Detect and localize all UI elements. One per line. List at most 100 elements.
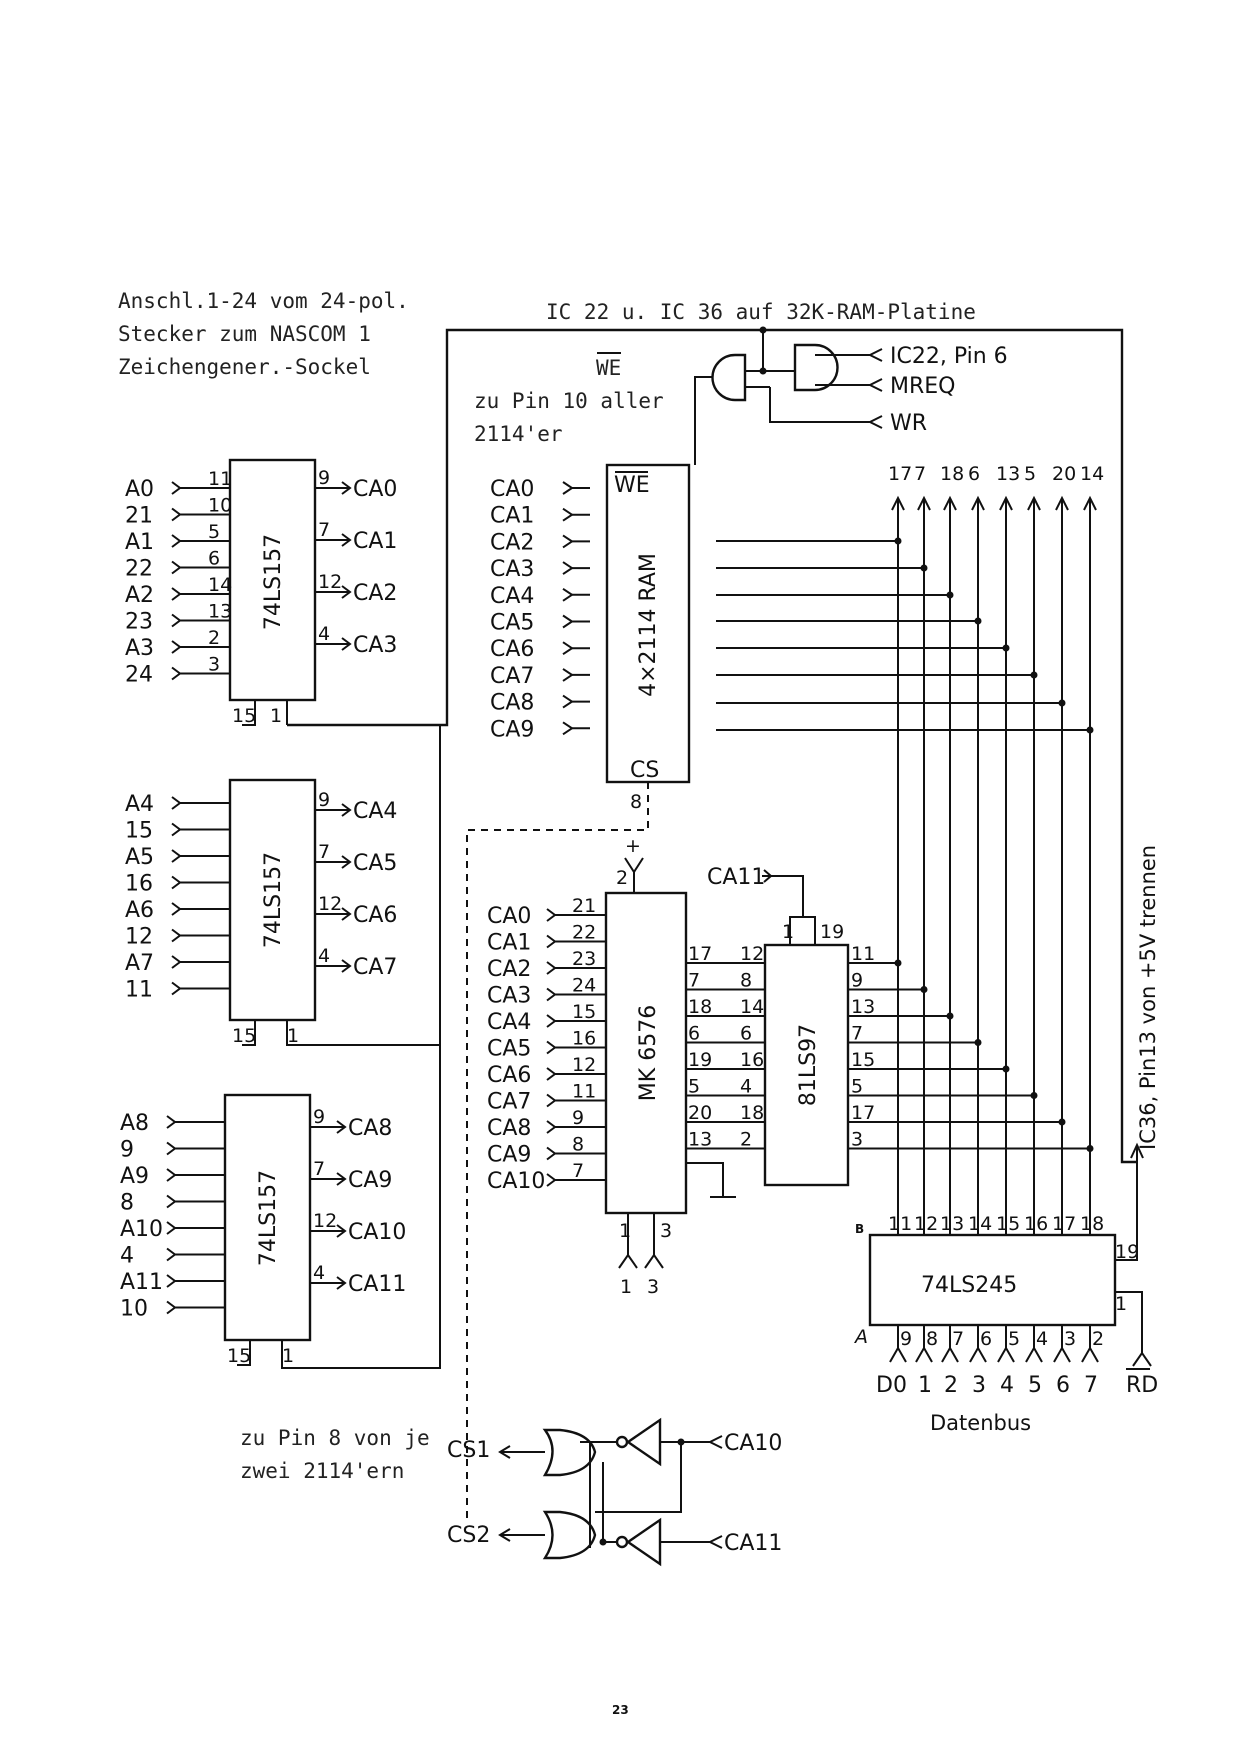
sel-left-pin: 12 [740,943,764,965]
rom-input-pin: 8 [572,1134,584,1156]
rom-input-arrow [546,1173,557,1187]
mux2-output-pin: 12 [318,893,342,915]
rom-input-label: CA3 [487,984,531,1009]
gate-rail-dot [759,326,767,334]
buf-a-label: A [853,1326,868,1348]
databus-label: 5 [1028,1373,1042,1398]
mux1-output-arrow [341,533,352,547]
rom-input-pin: 23 [572,948,596,970]
mux3-output-arrow [336,1172,347,1186]
mux2-pin15: 15 [232,1025,256,1047]
databus-arrow [1083,495,1097,511]
mux1-input-arrow [171,666,182,681]
buf-a-arrow [997,1345,1015,1363]
rd-arrow [1132,1351,1152,1367]
inverter-ca11-bubble [615,1535,629,1549]
gate-and-req [793,343,839,392]
rom-input-arrow [546,1040,557,1055]
buf-a-pin: 2 [1092,1328,1104,1350]
databus-top-pin: 18 [940,463,964,485]
mux1-input-arrow [171,587,182,601]
rom-input-label: CA2 [487,957,531,982]
sel-bus-junction [974,1039,982,1046]
mux1-output-arrow [341,481,352,495]
cs-dashed-line [466,782,649,1520]
ram-input-arrow [562,534,574,549]
databus-arrow [917,495,931,511]
rom-input-label: CA7 [487,1090,531,1115]
ca11-inv-to-cs1 [602,1462,617,1543]
ram-input-label: CA4 [490,584,534,609]
mux3-output-arrow [336,1224,347,1238]
mux1-input-label: A0 [125,477,154,502]
mux3-output-pin: 9 [313,1106,325,1128]
ram-we-pin: WE [614,473,650,498]
rom-input-pin: 15 [572,1001,596,1023]
mux2-gnd [242,1020,256,1046]
rom-input-label: CA8 [487,1116,531,1141]
rom-input-pin: 12 [572,1054,596,1076]
mux1-input-pin: 13 [208,601,232,623]
mux1-gnd [242,700,256,726]
buf-a-arrow [941,1345,959,1363]
rom-output-pin: 17 [688,943,712,965]
databus-title: Datenbus [930,1411,1031,1435]
rom-input-arrow [546,1093,557,1108]
mreq-arrow [867,378,883,392]
note-cs-line2: zwei 2114'ern [240,1459,404,1483]
mux3-output-label: CA9 [348,1168,392,1193]
ram-input-arrow [562,587,574,602]
rom-gnd [686,1162,724,1197]
note-we-title: WE [596,356,621,380]
buf-a-arrow [969,1345,987,1363]
mux1-input-label: 23 [125,610,153,635]
chip-sel-label: 81LS97 [796,1024,821,1106]
rom-input-arrow [546,1120,557,1134]
rom-pin3-arrow [644,1213,664,1269]
mux2-input-label: 15 [125,819,153,844]
databus-arrow [891,495,905,511]
ram-data-junction [920,564,928,572]
cs1-label: CS1 [447,1438,490,1463]
rom-input-arrow [546,961,557,975]
mux3-pin15: 15 [227,1345,251,1367]
ram-input-arrow [562,694,574,709]
buf-a-arrow [915,1345,933,1363]
mux1-input-arrow [171,613,182,628]
ram-input-label: CA1 [490,504,534,529]
mux2-input-arrow [171,875,182,890]
databus-arrow [999,495,1013,511]
mux1-output-pin: 9 [318,467,330,489]
sel-top-signal: CA11 [707,865,765,890]
sel-left-pin: 8 [740,970,752,992]
rom-output-pin: 7 [688,970,700,992]
rom-vcc-arrow [624,857,644,893]
strobe-rail [287,328,1137,1164]
mux3-input-label: 4 [120,1244,134,1269]
databus-label: 2 [944,1373,958,1398]
rom-pin3: 3 [660,1220,672,1242]
buf-a-arrow [889,1345,907,1363]
mux2-output-arrow [341,907,352,921]
buf-pin1-wire [1115,1291,1143,1353]
mux3-pin1: 1 [282,1345,294,1367]
ca10-arrow [707,1435,723,1449]
mux3-output-label: CA11 [348,1272,406,1297]
mux3-input-arrow [166,1274,177,1288]
databus-rd: RD [1126,1373,1158,1398]
mux1-input-arrow [171,640,182,654]
ram-data-junction [1030,671,1038,679]
mux1-output-label: CA2 [353,581,397,606]
inverter-ca11 [625,1517,662,1567]
ca10-label: CA10 [724,1431,782,1456]
mux3-output-arrow [336,1276,347,1290]
mux1-pin15: 15 [232,705,256,727]
note-connector-line3: Zeichengener.-Sockel [118,355,371,379]
mux3-input-arrow [166,1194,177,1209]
mux1-output-arrow [341,637,352,651]
buf-b-pin: 14 [968,1213,992,1235]
